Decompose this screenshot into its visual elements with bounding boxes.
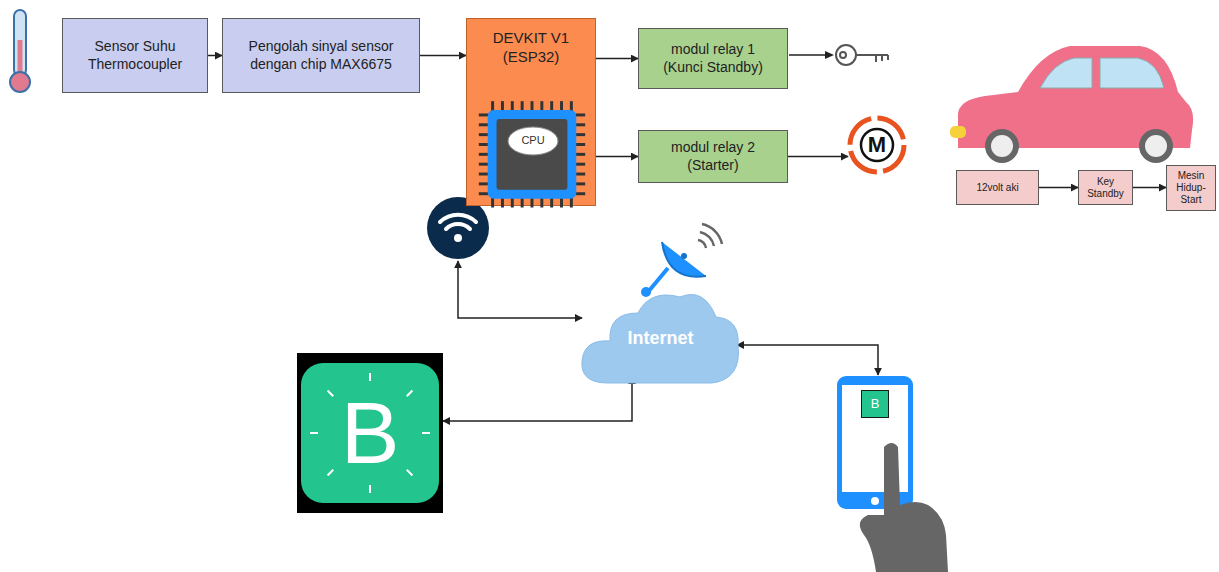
node-label: modul relay 1 (Kunci Standby) [651,41,775,76]
wifi-icon [427,197,489,259]
process-box: Pengolah sinyal sensor dengan chip MAX66… [222,18,420,93]
node-label: modul relay 2 (Starter) [651,139,775,174]
internet-cloud: Internet [578,283,743,393]
process-box: Key Standby [1078,170,1133,205]
esp-shape [467,19,595,205]
thermometer-icon [10,10,30,92]
blynk-server: B [297,353,443,513]
connector-arrow [208,55,222,57]
node-label: B [341,389,400,477]
car-illustration [950,46,1193,163]
node-label: M [868,131,886,159]
arrow-head [825,51,834,59]
node-label: Sensor Suhu Thermocoupler [75,38,195,73]
connector-arrow [596,156,638,158]
microcontroller-box: DEVKIT V1 (ESP32) CPU [466,18,596,206]
relay-box: modul relay 2 (Starter) [638,130,788,183]
node-label: B [862,391,888,417]
node-label: Mesin Hidup-Start [1170,170,1212,206]
connector-arrow [1133,187,1166,189]
key-icon [836,45,888,65]
node-label: Pengolah sinyal sensor dengan chip MAX66… [235,38,407,73]
smartphone: B [836,375,914,510]
leader-line [789,54,826,56]
connector-arrow [788,156,848,158]
connector-arrow [420,55,466,57]
starter-motor: M [848,115,906,175]
cpu-chip: CPU [507,126,559,156]
connector-arrow [458,261,582,318]
process-box: Sensor Suhu Thermocoupler [62,18,208,93]
node-label: CPU [521,134,544,148]
node-label: 12volt aki [976,182,1018,194]
process-box: 12volt aki [956,170,1039,205]
node-label: Internet [627,327,693,350]
node-label: DEVKIT V1 (ESP32) [467,29,595,67]
relay-box: modul relay 1 (Kunci Standby) [638,28,788,89]
node-label: Key Standby [1082,176,1129,200]
satellite-dish [641,224,722,297]
connector-arrow [443,377,632,421]
connector-arrow [737,345,878,375]
process-box: Mesin Hidup-Start [1166,165,1216,211]
connector-arrow [596,58,638,60]
connector-arrow [1039,187,1078,189]
